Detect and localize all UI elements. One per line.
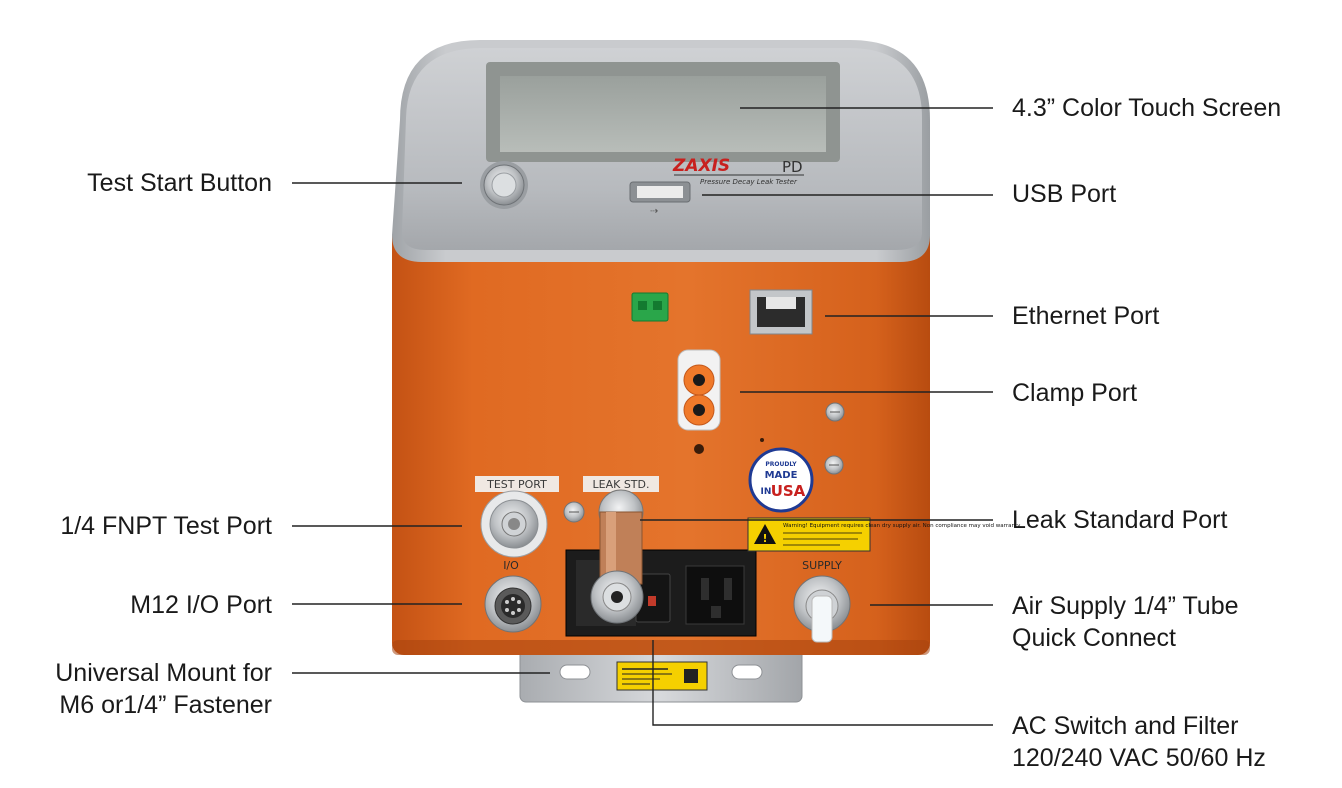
callout-test-port: 1/4 FNPT Test Port bbox=[60, 512, 272, 540]
callout-usb-port: USB Port bbox=[1012, 180, 1117, 208]
product-subtitle: Pressure Decay Leak Tester bbox=[700, 178, 798, 186]
m12-io-port[interactable] bbox=[484, 575, 542, 633]
touch-screen[interactable] bbox=[486, 62, 840, 162]
mount-warning-sticker bbox=[616, 661, 708, 691]
brand-name: ZAXIS bbox=[672, 156, 730, 176]
callout-io-port: M12 I/O Port bbox=[130, 591, 272, 619]
test-port[interactable] bbox=[480, 490, 548, 558]
callout-mount: Universal Mount for M6 or1/4” Fastener bbox=[55, 657, 272, 721]
warning-sticker-text: Warning! Equipment requires clean dry su… bbox=[783, 523, 1022, 529]
air-supply-quick-connect[interactable] bbox=[793, 575, 851, 643]
model-name: PD bbox=[782, 158, 803, 176]
panel-hole bbox=[694, 444, 704, 454]
callout-air-supply-line1: Air Supply 1/4” Tube bbox=[1012, 592, 1239, 620]
callout-air-supply: Air Supply 1/4” Tube Quick Connect bbox=[1012, 590, 1239, 654]
universal-mount-bracket bbox=[519, 639, 803, 703]
leader-lines bbox=[292, 107, 993, 726]
test-port-label: TEST PORT bbox=[475, 476, 559, 492]
callout-leak-standard-port: Leak Standard Port bbox=[1012, 506, 1228, 534]
callout-mount-line1: Universal Mount for bbox=[55, 659, 272, 687]
badge-text-made: MADE bbox=[765, 470, 798, 481]
io-label: I/O bbox=[503, 559, 519, 572]
callout-ethernet-port: Ethernet Port bbox=[1012, 302, 1160, 330]
badge-text-usa: USA bbox=[771, 482, 806, 500]
callout-ac-switch-line1: AC Switch and Filter bbox=[1012, 712, 1239, 740]
svg-text:TEST PORT: TEST PORT bbox=[486, 478, 547, 491]
svg-text:LEAK STD.: LEAK STD. bbox=[593, 478, 650, 491]
callout-ac-switch-line2: 120/240 VAC 50/60 Hz bbox=[1012, 744, 1266, 772]
warning-sticker: ! Warning! Equipment requires clean dry … bbox=[747, 517, 1022, 552]
screw bbox=[563, 501, 585, 523]
svg-text:!: ! bbox=[762, 532, 767, 545]
callout-test-start-button: Test Start Button bbox=[87, 169, 272, 197]
brand-logo: ZAXIS PD Pressure Decay Leak Tester bbox=[672, 156, 804, 186]
green-terminal-connector[interactable] bbox=[631, 292, 669, 322]
leak-standard-port[interactable] bbox=[590, 489, 644, 624]
badge-text-in: IN bbox=[761, 487, 772, 497]
panel-pinhole bbox=[760, 438, 764, 442]
leader-line-ac-switch bbox=[652, 640, 993, 726]
callout-touch-screen: 4.3” Color Touch Screen bbox=[1012, 94, 1282, 122]
ethernet-port[interactable] bbox=[749, 289, 813, 335]
clamp-port[interactable] bbox=[677, 349, 721, 431]
callout-air-supply-line2: Quick Connect bbox=[1012, 624, 1176, 652]
screw bbox=[824, 455, 844, 475]
callout-mount-line2: M6 or1/4” Fastener bbox=[59, 691, 272, 719]
made-in-usa-badge: PROUDLY MADE IN USA bbox=[748, 447, 814, 513]
usb-port[interactable]: ⇢ bbox=[629, 181, 691, 217]
test-start-button[interactable] bbox=[480, 161, 528, 209]
supply-label: SUPPLY bbox=[802, 559, 842, 572]
usb-icon: ⇢ bbox=[650, 206, 658, 217]
callout-ac-switch: AC Switch and Filter 120/240 VAC 50/60 H… bbox=[1012, 710, 1266, 774]
leak-std-label: LEAK STD. bbox=[583, 476, 659, 492]
screw bbox=[825, 402, 845, 422]
callout-clamp-port: Clamp Port bbox=[1012, 379, 1138, 407]
badge-text-proudly: PROUDLY bbox=[765, 461, 797, 468]
